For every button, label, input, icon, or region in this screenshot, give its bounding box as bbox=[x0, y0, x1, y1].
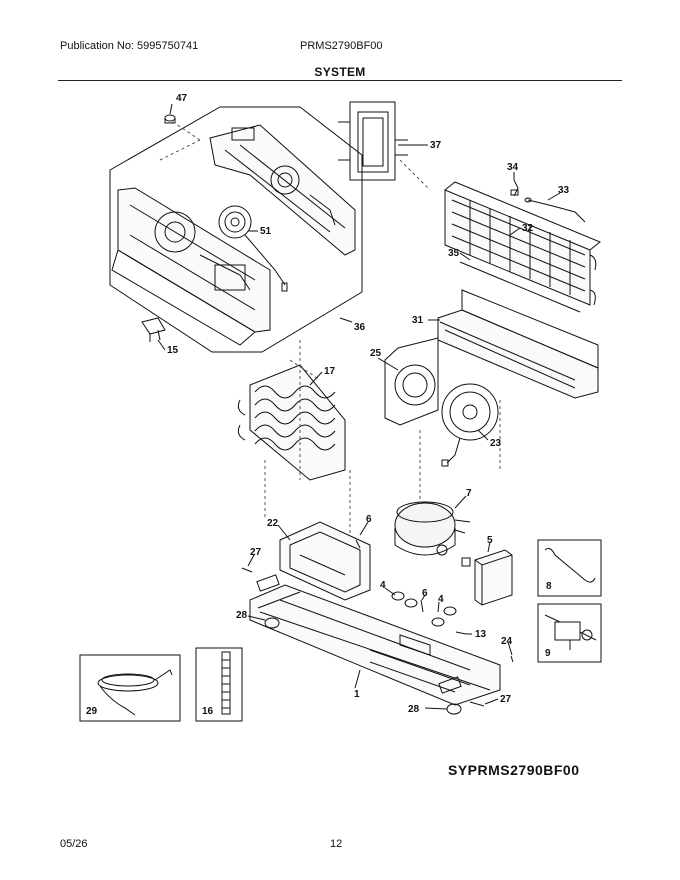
clip-15 bbox=[141, 317, 166, 342]
leader-lines bbox=[157, 103, 561, 710]
assembly-guides bbox=[159, 119, 501, 540]
inset-box-16 bbox=[195, 647, 243, 722]
part-label-5: 5 bbox=[487, 535, 493, 546]
part-label-8: 8 bbox=[546, 581, 552, 592]
part-label-15: 15 bbox=[167, 345, 179, 356]
part-label-4b: 4 bbox=[438, 594, 444, 605]
part-label-9: 9 bbox=[545, 648, 551, 659]
part-label-6: 6 bbox=[366, 514, 372, 525]
part-label-37: 37 bbox=[430, 140, 442, 151]
drain-pan-31 bbox=[437, 289, 599, 399]
part-label-31: 31 bbox=[412, 315, 424, 326]
part-label-23: 23 bbox=[490, 438, 502, 449]
inset-box-8 bbox=[537, 539, 602, 597]
exploded-parts-diagram: 47 37 51 36 15 34 33 32 35 31 25 17 23 7… bbox=[79, 93, 602, 722]
part-label-6b: 6 bbox=[422, 588, 428, 599]
part-label-28b: 28 bbox=[408, 704, 420, 715]
evaporator-17 bbox=[237, 364, 346, 481]
part-label-27: 27 bbox=[250, 547, 262, 558]
part-label-16: 16 bbox=[202, 706, 214, 717]
part-label-4: 4 bbox=[380, 580, 386, 591]
relay-5 bbox=[474, 549, 513, 606]
diagram-code: SYPRMS2790BF00 bbox=[448, 762, 580, 778]
part-label-25: 25 bbox=[370, 348, 382, 359]
inset-box-29 bbox=[79, 654, 181, 722]
evaporator-cover-front bbox=[111, 187, 271, 346]
part-label-13: 13 bbox=[475, 629, 487, 640]
part-label-28: 28 bbox=[236, 610, 248, 621]
publication-date: 05/26 bbox=[60, 838, 88, 850]
sensor-34 bbox=[510, 179, 519, 197]
grommet-47 bbox=[164, 114, 176, 124]
compressor-7 bbox=[394, 501, 471, 567]
page-number: 12 bbox=[330, 838, 343, 850]
header-rule bbox=[58, 80, 622, 81]
part-label-35: 35 bbox=[448, 248, 460, 259]
screws bbox=[241, 539, 514, 707]
part-label-29: 29 bbox=[86, 706, 98, 717]
part-label-33: 33 bbox=[558, 185, 570, 196]
fan-shroud-25 bbox=[384, 337, 439, 426]
part-label-34: 34 bbox=[507, 162, 519, 173]
part-label-24: 24 bbox=[501, 636, 513, 647]
frame-37 bbox=[338, 101, 408, 181]
inset-box-9 bbox=[537, 603, 602, 663]
model-number: PRMS2790BF00 bbox=[300, 40, 383, 52]
part-label-32: 32 bbox=[522, 223, 534, 234]
condenser-coil-32 bbox=[444, 181, 601, 313]
grommets-4 bbox=[391, 591, 457, 627]
part-label-7: 7 bbox=[466, 488, 472, 499]
valve-9 bbox=[544, 614, 597, 650]
cord-29 bbox=[97, 669, 173, 716]
part-label-47: 47 bbox=[176, 93, 188, 104]
assembly-36-enclosure bbox=[109, 106, 363, 353]
part-label-17: 17 bbox=[324, 366, 336, 377]
part-label-51: 51 bbox=[260, 226, 272, 237]
section-title: SYSTEM bbox=[314, 65, 366, 79]
wire-33 bbox=[524, 197, 586, 223]
wire-harness-8 bbox=[544, 547, 596, 583]
drain-pan-22 bbox=[279, 521, 371, 601]
evaporator-cover-back bbox=[209, 124, 356, 256]
base-tray-1 bbox=[249, 574, 501, 706]
part-label-36: 36 bbox=[354, 322, 366, 333]
fan-motor-51 bbox=[218, 205, 288, 292]
part-label-27b: 27 bbox=[500, 694, 512, 705]
seal-16 bbox=[221, 651, 231, 715]
publication-number: Publication No: 5995750741 bbox=[60, 40, 199, 52]
part-label-1: 1 bbox=[354, 689, 360, 700]
part-label-22: 22 bbox=[267, 518, 279, 529]
condenser-fan-23 bbox=[441, 383, 499, 467]
